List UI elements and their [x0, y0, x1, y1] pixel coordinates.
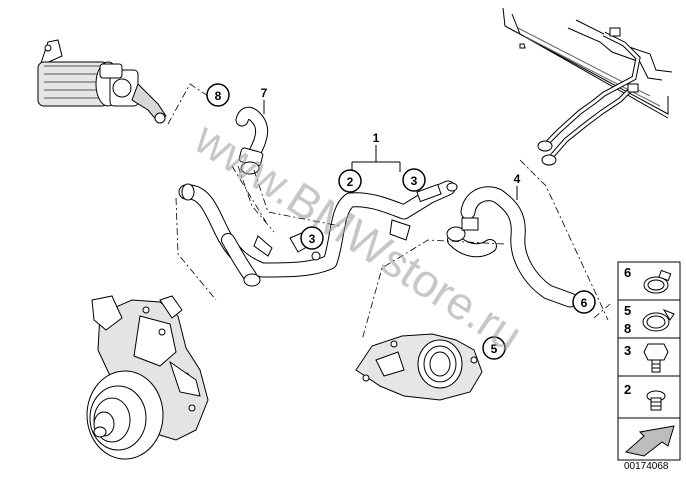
legend-label-2: 2: [624, 382, 631, 397]
callout-5: 5: [482, 336, 506, 360]
callout-6: 6: [572, 290, 596, 314]
hose-1-assembly: [178, 180, 458, 287]
hex-bolt-icon: [643, 343, 669, 373]
leader-lines: [167, 83, 611, 341]
callout-2-label: 2: [347, 175, 354, 189]
callout-3b: 3: [300, 226, 324, 250]
callout-1: 1: [373, 131, 380, 145]
legend-panel: 6 5 8 3 2: [617, 261, 681, 461]
hose-7: [235, 106, 269, 175]
water-pump: [86, 295, 209, 460]
callout-4: 4: [514, 172, 521, 186]
callout-3a-label: 3: [411, 174, 418, 188]
direction-arrow-icon: [624, 425, 675, 457]
legend-label-8: 8: [624, 321, 631, 336]
screw-icon: [646, 390, 666, 411]
callout-8: 8: [206, 83, 230, 107]
hose-4: [446, 186, 578, 308]
heater-core-assembly: [502, 7, 673, 166]
callout-5-label: 5: [491, 342, 498, 356]
hose-clamp-icon: [643, 269, 672, 294]
legend-label-5: 5: [624, 303, 631, 318]
callout-2: 2: [338, 169, 362, 193]
callout-3a: 3: [402, 168, 426, 192]
callout-7-label: 7: [261, 86, 268, 100]
watermark: www.BMWstore.ru: [185, 111, 531, 361]
callout-6-label: 6: [581, 296, 588, 310]
callout-3b-label: 3: [309, 232, 316, 246]
callout-8-label: 8: [215, 89, 222, 103]
callout-leaders: [263, 100, 518, 200]
thermostat-housing: [355, 333, 483, 401]
document-id: 00174068: [624, 461, 669, 472]
legend-label-6: 6: [624, 265, 631, 280]
spring-clamp-icon: [642, 308, 675, 332]
upper-left-component: [37, 39, 167, 124]
callout-4-label: 4: [514, 172, 521, 186]
callout-1-label: 1: [373, 131, 380, 145]
callout-7: 7: [261, 86, 268, 100]
legend-label-3: 3: [624, 343, 631, 358]
